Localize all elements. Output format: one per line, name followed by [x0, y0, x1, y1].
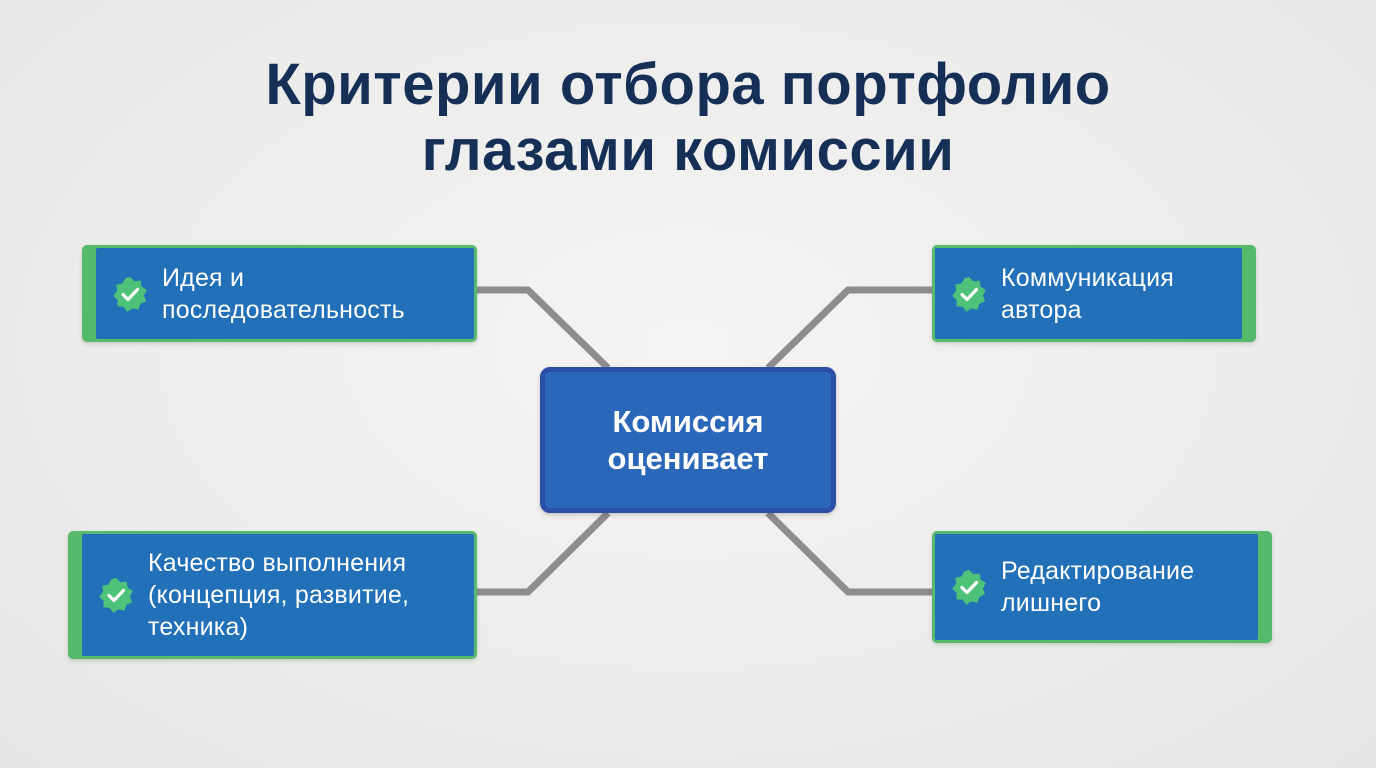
center-node-line-1: Комиссия: [612, 403, 764, 439]
criterion-label-line: автора: [1001, 295, 1082, 324]
connector-bottom-left: [476, 510, 611, 596]
criterion-label-line: Редактирование: [1001, 557, 1195, 585]
criterion-label-line: лишнего: [1001, 589, 1102, 617]
criterion-label-line: техника): [148, 613, 249, 641]
criterion-label-line: Качество выполнения: [148, 549, 407, 577]
center-node-label: Комиссия оценивает: [608, 403, 769, 477]
connector-top-right: [765, 286, 934, 371]
connector-top-left: [476, 286, 611, 371]
criterion-label: Качество выполнения (концепция, развитие…: [148, 547, 409, 643]
page-title-line-2: глазами комиссии: [421, 117, 955, 183]
criterion-label-line: Коммуникация: [1001, 263, 1175, 292]
criterion-card-idea: Идея и последовательность: [82, 245, 477, 342]
criterion-label: Идея и последовательность: [162, 262, 405, 326]
check-badge-icon: [952, 570, 986, 605]
check-badge-icon: [113, 276, 147, 312]
criterion-label-line: Идея и: [162, 263, 245, 292]
criterion-label-line: (концепция, развитие,: [148, 581, 410, 609]
criterion-label: Редактирование лишнего: [1001, 555, 1194, 619]
page-title: Критерии отбора портфолио глазами комисс…: [0, 52, 1376, 183]
criterion-label-line: последовательность: [162, 295, 405, 324]
center-node-line-2: оценивает: [607, 441, 769, 476]
center-node: Комиссия оценивает: [540, 367, 836, 513]
check-badge-icon: [99, 578, 133, 613]
check-badge-icon: [952, 276, 986, 312]
criterion-card-editing: Редактирование лишнего: [932, 531, 1272, 643]
connector-bottom-right: [765, 510, 934, 596]
criterion-label: Коммуникация автора: [1001, 262, 1174, 326]
page-title-line-1: Критерии отбора портфолио: [265, 52, 1111, 117]
criterion-card-communication: Коммуникация автора: [932, 245, 1256, 342]
criterion-card-quality: Качество выполнения (концепция, развитие…: [68, 531, 477, 659]
